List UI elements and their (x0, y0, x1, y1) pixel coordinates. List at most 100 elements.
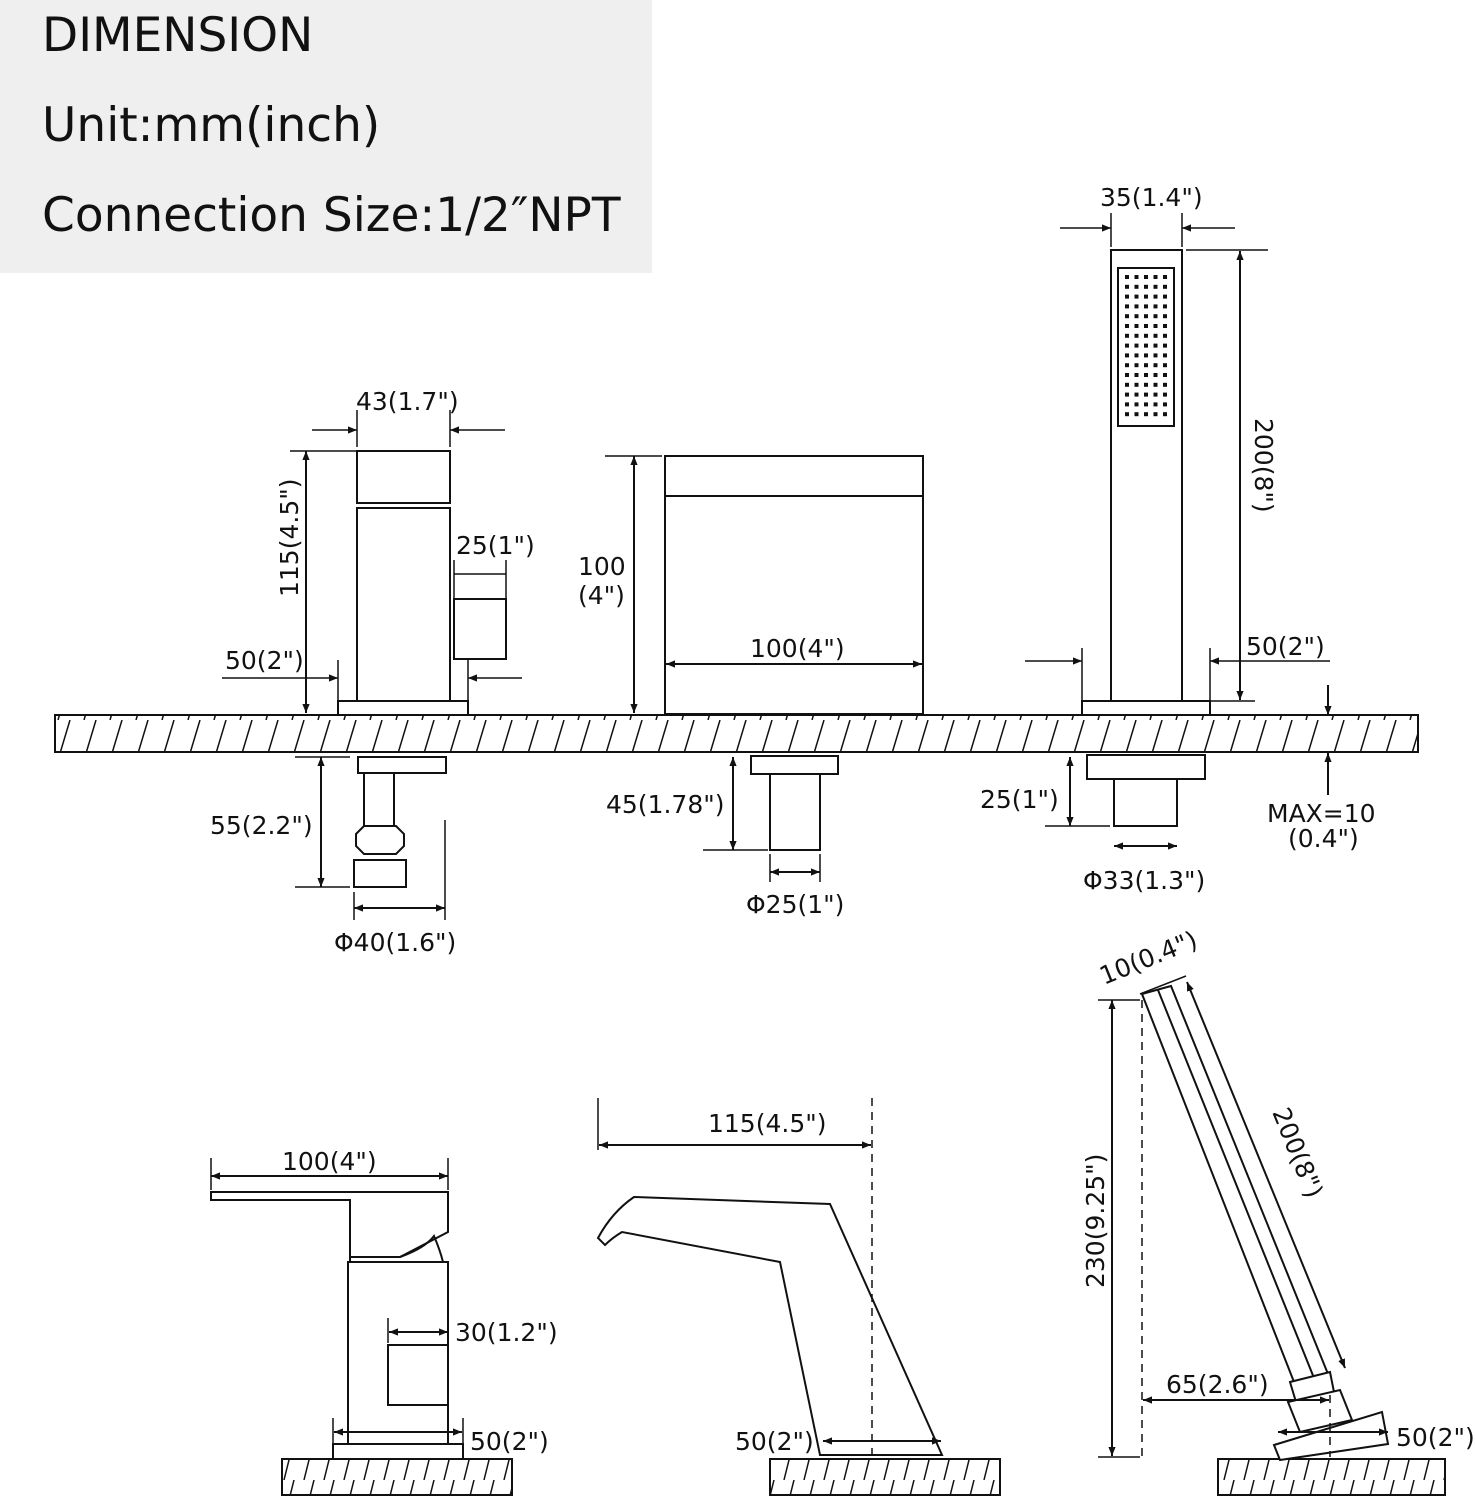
dim-side-spout-reach: 115(4.5") (708, 1109, 826, 1138)
nozzle-dot (1144, 333, 1148, 338)
nozzle-dot (1125, 294, 1129, 299)
unit-label: Unit:mm(inch) (42, 98, 381, 153)
nozzle-dot (1125, 304, 1129, 309)
nozzle-dot (1163, 333, 1167, 338)
dim-shank-left: 55(2.2") (210, 811, 313, 840)
nozzle-dot (1144, 382, 1148, 387)
nozzle-dot (1125, 314, 1129, 319)
nozzle-dot (1144, 284, 1148, 289)
nozzle-dot (1163, 275, 1167, 279)
connection-size-label: Connection Size:1/2″NPT (42, 188, 621, 243)
dim-shank-mid: 45(1.78") (606, 790, 724, 819)
nozzle-dot (1163, 284, 1167, 289)
nozzle-dot (1144, 275, 1148, 279)
nozzle-dot (1163, 412, 1167, 417)
nozzle-dot (1134, 363, 1139, 368)
nozzle-dot (1134, 284, 1139, 289)
nozzle-dot (1134, 324, 1139, 328)
dim-side-shower-total: 230(9.25") (1081, 1154, 1110, 1288)
dim-spout-height-b: (4") (578, 581, 625, 610)
nozzle-dot (1153, 314, 1158, 319)
nozzle-dot (1134, 353, 1139, 358)
nozzle-dot (1153, 284, 1158, 289)
nozzle-dot (1153, 402, 1158, 407)
dim-diameter-mid: Φ25(1") (746, 890, 844, 919)
spout-side-dims (597, 1098, 941, 1445)
nozzle-dot (1163, 304, 1167, 309)
nozzle-dot (1163, 343, 1167, 348)
nozzle-dot (1163, 392, 1167, 397)
dim-handle-base: 50(2") (225, 646, 304, 675)
nozzle-dot (1125, 275, 1129, 279)
nozzle-dot (1163, 324, 1167, 328)
nozzle-dot (1163, 363, 1167, 368)
nozzle-dot (1163, 294, 1167, 299)
nozzle-dot (1144, 402, 1148, 407)
handle-side-view (210, 1191, 513, 1496)
deck (54, 714, 1419, 753)
nozzle-dot (1134, 343, 1139, 348)
nozzle-dot (1134, 382, 1139, 387)
spout-side-view (596, 1098, 1001, 1496)
nozzle-dot (1134, 314, 1139, 319)
nozzle-dot (1153, 343, 1158, 348)
nozzle-dot (1134, 412, 1139, 417)
nozzle-dot (1153, 392, 1158, 397)
nozzle-dot (1163, 353, 1167, 358)
nozzle-dot (1125, 284, 1129, 289)
nozzle-dot (1134, 294, 1139, 299)
nozzle-dot (1144, 294, 1148, 299)
nozzle-dot (1153, 333, 1158, 338)
nozzle-dot (1153, 304, 1158, 309)
nozzle-dot (1125, 363, 1129, 368)
header-box: DIMENSION Unit:mm(inch) Connection Size:… (0, 0, 652, 273)
dim-side-handle-length: 100(4") (282, 1147, 377, 1176)
dim-max-thickness-a: MAX=10 (1267, 799, 1376, 828)
spout-front-view (664, 455, 924, 851)
nozzle-dot (1144, 373, 1148, 377)
dim-diameter-right: Φ33(1.3") (1083, 866, 1205, 895)
nozzle-dot (1163, 314, 1167, 319)
nozzle-dot (1134, 333, 1139, 338)
nozzle-dot (1134, 392, 1139, 397)
handle-front-dims (222, 410, 522, 920)
nozzle-dot (1153, 382, 1158, 387)
dim-side-lever: 30(1.2") (455, 1318, 558, 1347)
dim-side-handle-base: 50(2") (470, 1427, 549, 1456)
nozzle-dot (1144, 353, 1148, 358)
dim-spout-width: 100(4") (750, 634, 845, 663)
nozzle-dot (1125, 333, 1129, 338)
nozzle-dot (1144, 304, 1148, 309)
dim-handle-lever: 25(1") (456, 531, 535, 560)
dimension-title: DIMENSION (42, 8, 314, 63)
nozzle-dot (1144, 343, 1148, 348)
nozzle-dot (1153, 353, 1158, 358)
nozzle-dot (1125, 392, 1129, 397)
dim-side-shower-base: 50(2") (1396, 1423, 1475, 1452)
shower-nozzle-grid (1125, 275, 1167, 417)
nozzle-dot (1125, 373, 1129, 377)
spout-front-dims (605, 455, 922, 882)
nozzle-dot (1153, 275, 1158, 279)
hand-shower-front-view (1081, 249, 1211, 827)
nozzle-dot (1144, 324, 1148, 328)
nozzle-dot (1153, 412, 1158, 417)
dim-side-shower-offset: 65(2.6") (1166, 1370, 1269, 1399)
handle-front-view (337, 450, 507, 888)
nozzle-dot (1125, 412, 1129, 417)
nozzle-dot (1153, 373, 1158, 377)
dim-shank-right: 25(1") (980, 785, 1059, 814)
nozzle-dot (1153, 363, 1158, 368)
nozzle-dot (1134, 402, 1139, 407)
dim-diameter-left: Φ40(1.6") (334, 928, 456, 957)
nozzle-dot (1144, 412, 1148, 417)
dim-side-shower-thickness: 10(0.4") (1095, 925, 1201, 990)
dim-shower-height: 200(8") (1249, 418, 1278, 513)
nozzle-dot (1163, 402, 1167, 407)
nozzle-dot (1125, 382, 1129, 387)
hand-shower-front-dims (1025, 213, 1332, 850)
nozzle-dot (1144, 314, 1148, 319)
hand-shower-side-dims (1098, 975, 1388, 1458)
dim-max-thickness-b: (0.4") (1288, 824, 1359, 853)
